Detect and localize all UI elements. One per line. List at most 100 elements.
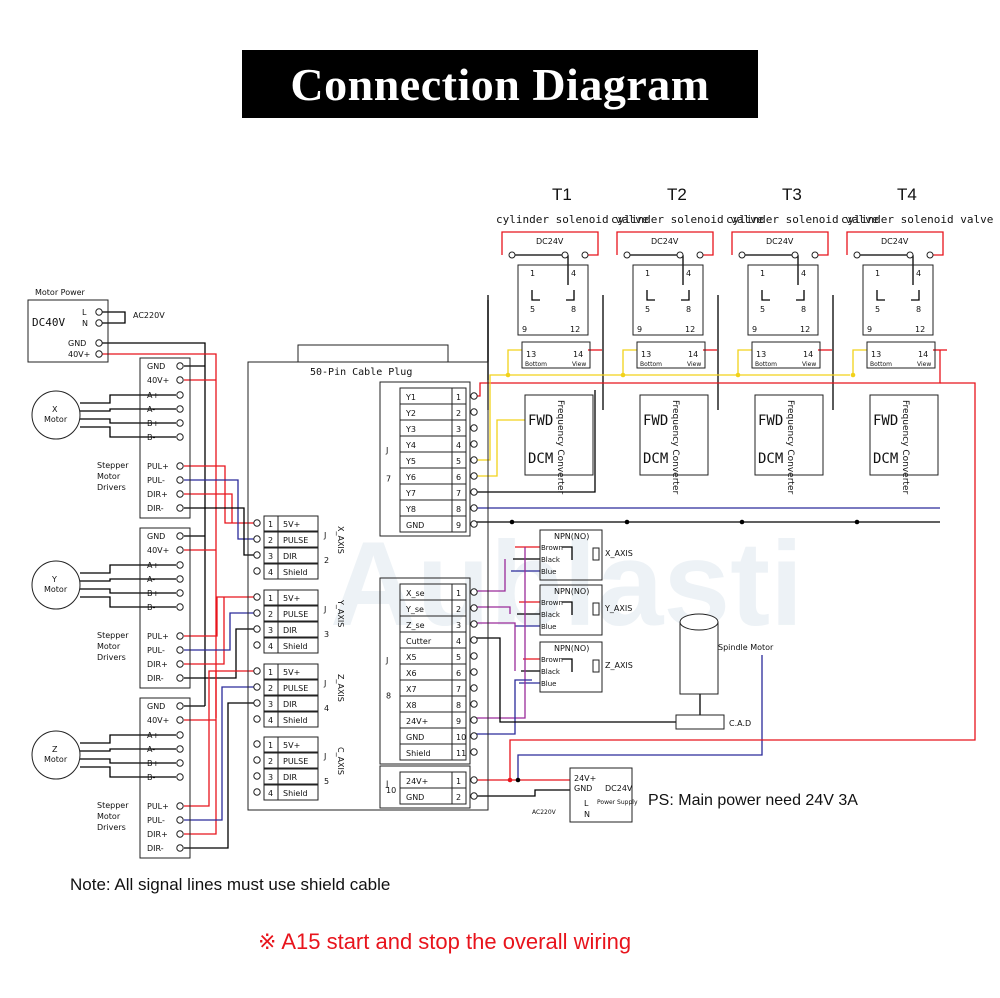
inverter-fwd: FWD — [528, 413, 553, 429]
terminal — [176, 391, 184, 399]
valve-power-wire — [616, 231, 714, 256]
relay-pin: 4 — [801, 269, 806, 278]
motor-coil-wire — [80, 748, 176, 752]
motor-circle — [31, 560, 81, 610]
terminal — [176, 433, 184, 441]
j8-pin-name: X6 — [406, 669, 417, 678]
relay-bottom-label: View — [572, 361, 586, 368]
spindle-gnd — [517, 655, 763, 778]
relay-pin: 8 — [686, 305, 691, 314]
motor-coil-wire — [80, 596, 176, 608]
axis-pin-name: PULSE — [283, 684, 308, 693]
driver-pin-label: DIR- — [147, 844, 164, 853]
driver-pin-label: B- — [147, 603, 155, 612]
motor-coil-wire — [80, 426, 176, 438]
axis-pin-num: 4 — [268, 716, 273, 725]
relay-pin: 12 — [570, 325, 580, 334]
axis-pin-name-cell — [277, 589, 319, 606]
sensor-box — [539, 641, 603, 693]
j8-pin-name: Y_se — [405, 605, 424, 614]
j10-pin-name: GND — [406, 793, 424, 802]
power-note: PS: Main power need 24V 3A — [648, 792, 858, 809]
terminal — [176, 589, 184, 597]
relay-contact — [566, 290, 575, 301]
j8-pin-num: 4 — [456, 637, 461, 646]
driver-pin-label: A- — [147, 575, 155, 584]
pul-minus-wire — [184, 612, 254, 651]
j7-pin-name: Y3 — [405, 425, 416, 434]
junction-dot — [515, 777, 521, 783]
valve-power-wire — [731, 231, 829, 256]
sensor-axis: Z_AXIS — [605, 661, 633, 670]
axis-pin-num: 1 — [268, 520, 273, 529]
j8-pin-num: 1 — [456, 589, 461, 598]
driver-label: Drivers — [97, 823, 126, 832]
valve-terminal — [676, 251, 684, 259]
axis-name: X_AXIS — [336, 526, 345, 554]
axis-pin-name: DIR — [283, 626, 298, 635]
driver-pin-label: A- — [147, 745, 155, 754]
dir-plus-wire — [184, 671, 217, 835]
junction-dot — [739, 519, 745, 525]
terminal — [176, 674, 184, 682]
sensor-switch — [592, 659, 600, 673]
axis-pin-name: 5V+ — [283, 594, 300, 603]
axis-j-label: J — [323, 752, 326, 761]
terminal — [470, 716, 478, 724]
sensor-signal-wire — [473, 622, 516, 671]
relay-pin: 9 — [522, 325, 527, 334]
driver-pin-label: 40V+ — [147, 546, 169, 555]
plug-tab — [297, 344, 449, 363]
driver-pin-label: B- — [147, 433, 155, 442]
junction-dot — [850, 372, 856, 378]
valve-label: cylinder solenoid valve — [496, 213, 648, 226]
j7-pin-num: 4 — [456, 441, 461, 450]
inverter-fwd: FWD — [643, 413, 668, 429]
axis-pin-name-cell — [277, 515, 319, 532]
relay-bottom-label: View — [687, 361, 701, 368]
cutter-wire — [473, 637, 676, 723]
axis-pin-num: 3 — [268, 700, 273, 709]
relay-bottom-label: View — [917, 361, 931, 368]
sensor-wire-label: Blue — [541, 680, 557, 688]
relay-contact — [646, 290, 655, 301]
axis-pin-name-cell — [277, 563, 319, 580]
axis-j-label: J — [323, 679, 326, 688]
relay-coil-signal — [507, 349, 522, 375]
relay-contact — [531, 290, 540, 301]
valve-terminal — [906, 251, 914, 259]
j8-pin-num: 10 — [456, 733, 466, 742]
terminal — [176, 490, 184, 498]
junction-dot — [620, 372, 626, 378]
sensor-wire-label: Brown — [541, 544, 563, 552]
j7-pin-name: Y7 — [405, 489, 416, 498]
j8-pin-name: 24V+ — [406, 717, 428, 726]
dir-plus-wire — [184, 597, 225, 665]
pul-plus-wire — [184, 596, 254, 637]
driver-label: Stepper — [97, 801, 129, 810]
relay-pin: 9 — [867, 325, 872, 334]
motor-coil-wire — [80, 734, 176, 744]
terminal — [95, 339, 103, 347]
valve-terminal — [623, 251, 631, 259]
terminal — [470, 620, 478, 628]
terminal — [176, 462, 184, 470]
terminal — [176, 773, 184, 781]
j8-pin-num: 8 — [456, 701, 461, 710]
dir-plus-wire — [184, 493, 233, 523]
motor-power-label: Motor Power — [35, 288, 86, 297]
valve-terminal — [853, 251, 861, 259]
axis-pin-name: Shield — [283, 716, 308, 725]
terminal — [176, 603, 184, 611]
terminal — [470, 684, 478, 692]
axis-pin-name-cell — [277, 605, 319, 622]
motor-coil-wire — [80, 418, 176, 424]
terminal — [176, 844, 184, 852]
sensor-24v-wire — [473, 547, 526, 719]
relay-pin: 4 — [571, 269, 576, 278]
terminal — [470, 588, 478, 596]
driver-pin-label: 40V+ — [147, 716, 169, 725]
sensor-box — [539, 529, 603, 581]
terminal — [470, 652, 478, 660]
relay-coil-box — [866, 341, 936, 369]
